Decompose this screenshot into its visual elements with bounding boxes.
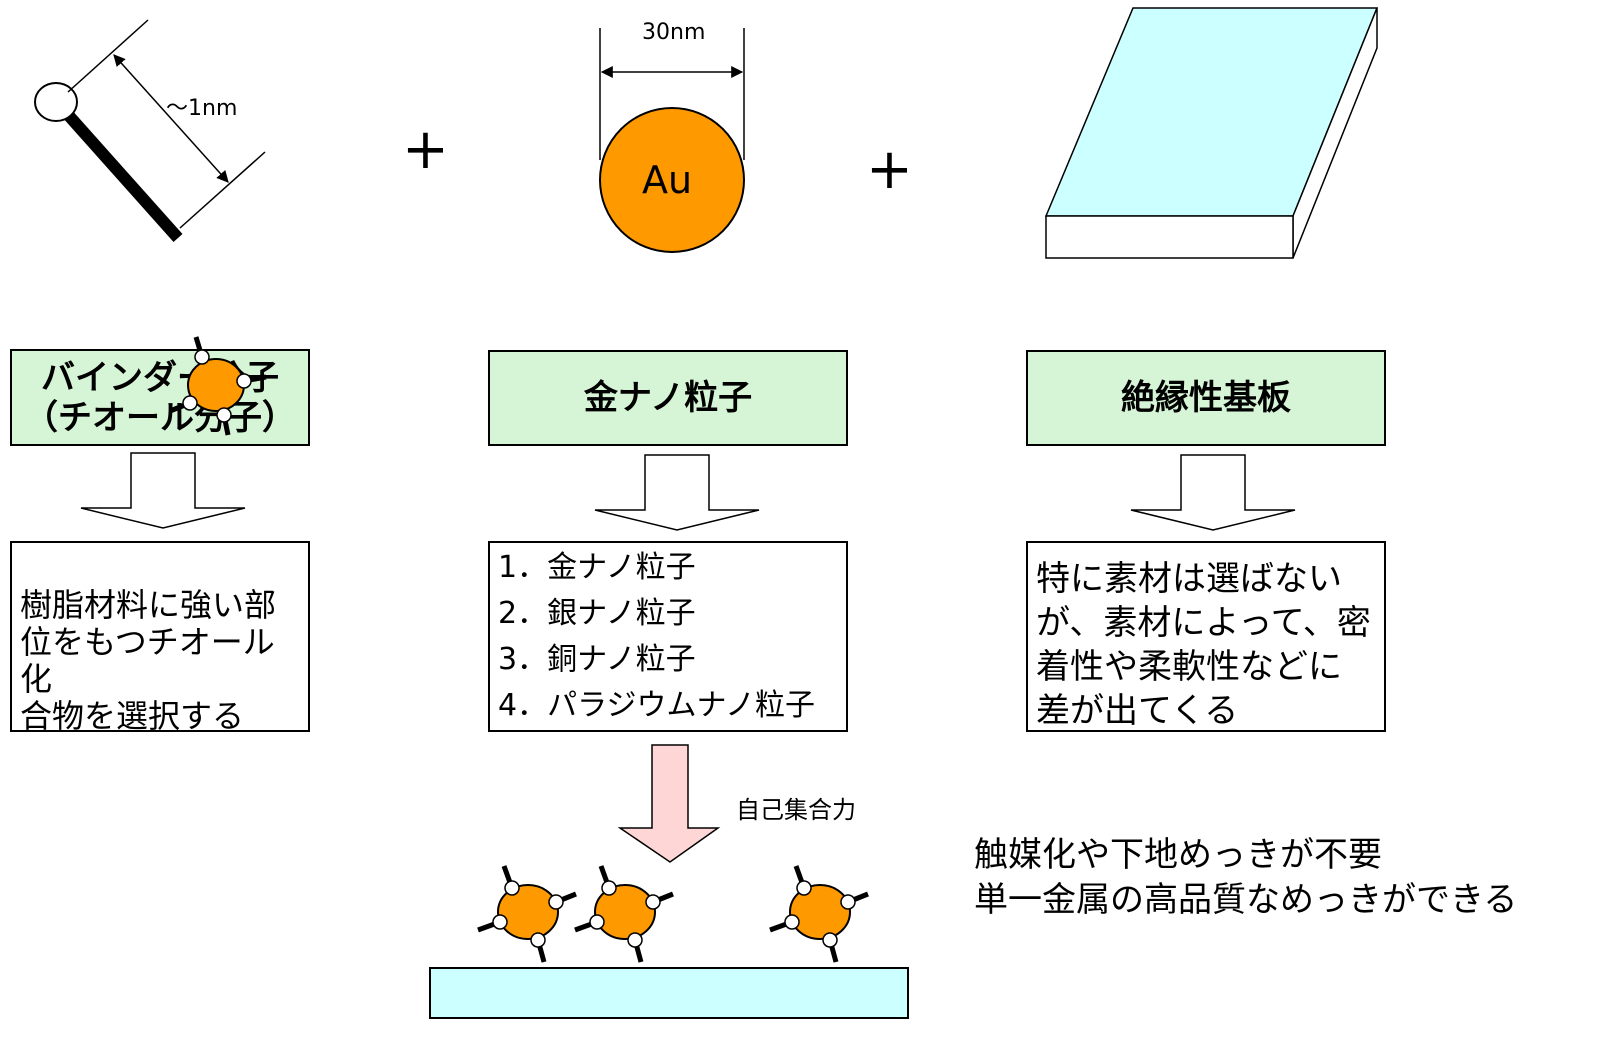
binder-description-box: 樹脂材料に強い部 位をもつチオール化 合物を選択する [10, 541, 310, 735]
functionalized-nanoparticle-icon [478, 866, 576, 962]
substrate-slab-icon [1044, 7, 1379, 259]
substrate-description-line: 着性や柔軟性などに [1036, 647, 1342, 687]
substrate-description-line: が、素材によって、密 [1036, 603, 1371, 643]
bottom-substrate [429, 967, 909, 1019]
plus-sign: + [866, 137, 913, 202]
binder-title-line2: （チオール分子） [24, 397, 296, 438]
substrate-title-box: 絶縁性基板 [1026, 350, 1386, 446]
down-arrow-icon [80, 452, 246, 529]
gold-symbol: Au [642, 158, 693, 202]
gold-diameter-dimension [599, 28, 745, 160]
particle-list-item: 1．金ナノ粒子 [498, 550, 696, 585]
particle-list-item: 3．銅ナノ粒子 [498, 642, 696, 677]
down-arrow-icon [594, 454, 760, 531]
self-assembly-label: 自己集合力 [736, 796, 856, 824]
binder-description-line: 合物を選択する [20, 697, 245, 735]
result-line-2: 単一金属の高品質なめっきができる [974, 880, 1518, 920]
plus-sign: + [402, 117, 449, 182]
substrate-description-line: 特に素材は選ばない [1036, 559, 1342, 599]
self-assembly-arrow-icon [617, 744, 721, 863]
binder-title-box: バインダー分子 （チオール分子） [10, 349, 310, 446]
substrate-description-line: 差が出てくる [1036, 691, 1239, 731]
thiol-length-label: 〜1nm [166, 96, 238, 121]
particle-list-item: 4．パラジウムナノ粒子 [498, 688, 815, 723]
particle-list-box: 1．金ナノ粒子 2．銀ナノ粒子 3．銅ナノ粒子 4．パラジウムナノ粒子 [488, 541, 848, 732]
binder-description-line: 樹脂材料に強い部 [20, 586, 277, 624]
length-dimension-lines [67, 19, 266, 229]
gold-title-box: 金ナノ粒子 [488, 350, 848, 446]
binder-description-line: 位をもつチオール化 [20, 623, 275, 698]
gold-nanoparticle-icon [599, 107, 745, 253]
result-line-1: 触媒化や下地めっきが不要 [974, 835, 1382, 875]
thiol-molecule-icon [34, 82, 183, 242]
functionalized-nanoparticle-icon [575, 866, 673, 962]
binder-nanoparticle-overlay-icon [169, 336, 267, 436]
gold-diameter-label: 30nm [642, 20, 706, 45]
substrate-description-box: 特に素材は選ばない が、素材によって、密 着性や柔軟性などに 差が出てくる [1026, 541, 1386, 732]
particle-list-item: 2．銀ナノ粒子 [498, 596, 696, 631]
substrate-title: 絶縁性基板 [1121, 378, 1291, 418]
down-arrow-icon [1130, 454, 1296, 531]
gold-title: 金ナノ粒子 [583, 378, 753, 418]
functionalized-nanoparticle-icon [770, 866, 868, 962]
